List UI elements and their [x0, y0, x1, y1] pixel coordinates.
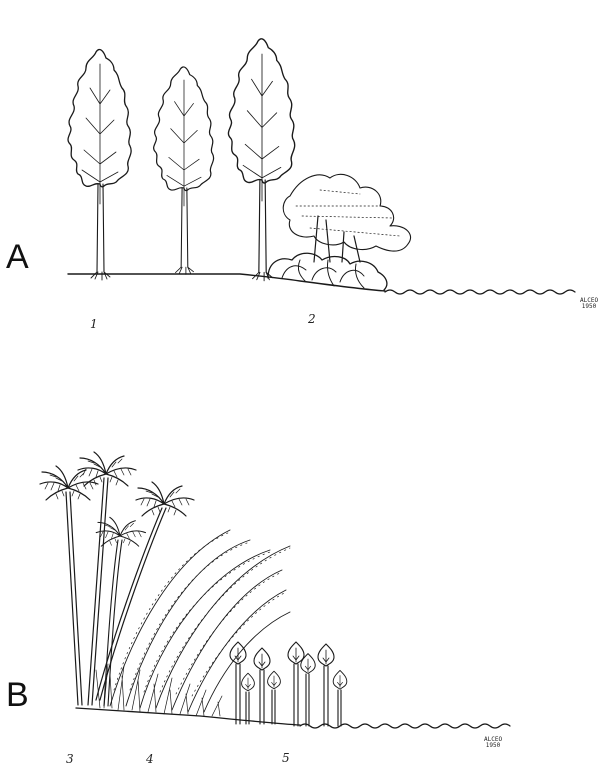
tree-1: [68, 50, 131, 280]
panel-a-drawing: [68, 39, 575, 294]
mangrove-shrub: [268, 174, 411, 290]
panel-a-ground: [68, 274, 385, 291]
reed-grass: [96, 530, 290, 716]
panel-b-water: [300, 724, 510, 728]
tree-3: [228, 39, 294, 281]
panel-b-drawing: [40, 452, 510, 728]
heart-leaf-plants: [230, 642, 347, 726]
tree-2: [154, 67, 214, 274]
palm-group: [40, 452, 194, 706]
panel-a-water: [385, 290, 575, 294]
